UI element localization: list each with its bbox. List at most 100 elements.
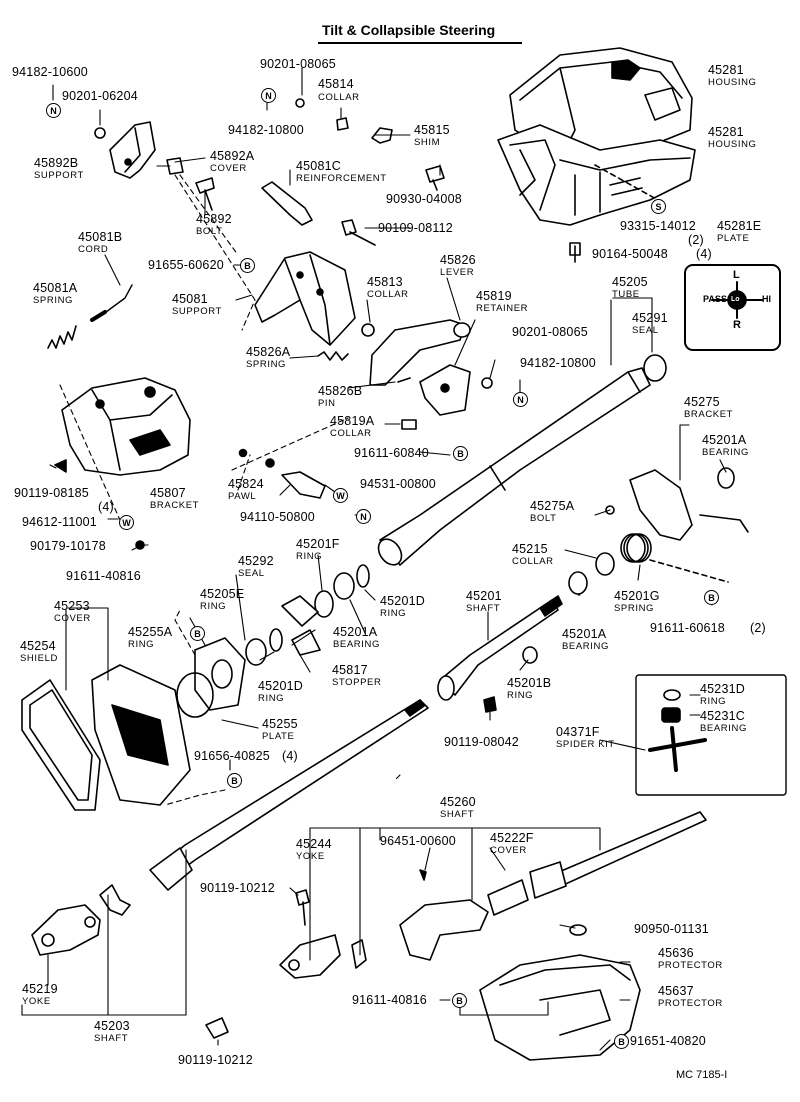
- code-n-1: N: [46, 103, 61, 118]
- code-n-3: N: [513, 392, 528, 407]
- name-collar-45814: COLLAR: [318, 92, 360, 103]
- name-reinforcement: REINFORCEMENT: [296, 173, 387, 184]
- label-45201b: 45201B: [507, 676, 552, 690]
- name-lever: LEVER: [440, 267, 475, 278]
- label-45281-a: 45281: [708, 63, 744, 77]
- support-45892b: [109, 121, 156, 179]
- label-90119-08042: 90119-08042: [444, 735, 519, 749]
- retainer-45819: [419, 364, 471, 416]
- label-45201d-2: 45201D: [258, 679, 303, 693]
- code-b-1: B: [240, 258, 255, 273]
- shaft-45201: [437, 595, 563, 701]
- name-bracket-45807: BRACKET: [150, 500, 200, 511]
- label-45292: 45292: [238, 554, 274, 568]
- name-collar-45813: COLLAR: [367, 289, 409, 300]
- label-45815: 45815: [414, 123, 450, 137]
- ring-45201d-1: [356, 564, 370, 588]
- label-45201a-2: 45201A: [562, 627, 607, 641]
- name-seal-45291: SEAL: [632, 325, 659, 336]
- collar-45215: [595, 552, 615, 576]
- label-90930-04008: 90930-04008: [386, 192, 462, 206]
- label-45637: 45637: [658, 984, 694, 998]
- label-94182-10800-a: 94182-10800: [228, 123, 304, 137]
- code-n-2: N: [261, 88, 276, 103]
- name-housing-a: HOUSING: [708, 77, 757, 88]
- label-45814: 45814: [318, 77, 354, 91]
- name-yoke-45219: YOKE: [22, 996, 51, 1007]
- bolt-90119-a: [295, 889, 310, 926]
- label-45254: 45254: [20, 639, 56, 653]
- plate-mark-left: PASS: [703, 294, 727, 304]
- name-ring-e: RING: [200, 601, 227, 612]
- name-cover-45253: COVER: [54, 613, 91, 624]
- label-45807: 45807: [150, 486, 186, 500]
- cover-45253: [91, 664, 191, 806]
- label-45081: 45081: [172, 292, 208, 306]
- label-45201g: 45201G: [614, 589, 660, 603]
- cross-joint: [351, 939, 367, 969]
- spring-45081a: [47, 325, 77, 349]
- name-shaft-45260: SHAFT: [440, 809, 475, 820]
- reinforcement-45081c: [261, 181, 313, 226]
- label-45260: 45260: [440, 795, 476, 809]
- code-w-2: W: [119, 515, 134, 530]
- label-90119-10212-b: 90119-10212: [178, 1053, 253, 1067]
- name-bearing-1: BEARING: [702, 447, 749, 458]
- name-support-45081: SUPPORT: [172, 306, 222, 317]
- bearing-45231c: [661, 707, 681, 723]
- label-45892a: 45892A: [210, 149, 255, 163]
- label-90119-10212-a: 90119-10212: [200, 881, 275, 895]
- label-45081a: 45081A: [33, 281, 78, 295]
- label-45215: 45215: [512, 542, 548, 556]
- name-support-45892b: SUPPORT: [34, 170, 84, 181]
- name-bearing-2: BEARING: [562, 641, 609, 652]
- name-ring-b: RING: [507, 690, 534, 701]
- label-04371f: 04371F: [556, 725, 600, 739]
- label-91651-40820: 91651-40820: [630, 1034, 706, 1048]
- ring-45255a: [176, 672, 214, 718]
- label-93315-14012: 93315-14012: [620, 219, 696, 233]
- name-spring-45201g: SPRING: [614, 603, 655, 614]
- ring-45201b: [522, 646, 538, 664]
- plate-mark-right: HI: [762, 294, 771, 304]
- name-ring-f: RING: [296, 551, 323, 562]
- label-45826b: 45826B: [318, 384, 363, 398]
- plate-45281e: [684, 264, 781, 351]
- label-94110-50800: 94110-50800: [240, 510, 315, 524]
- spring-45826a: [317, 351, 349, 361]
- shaft-45260: [399, 811, 707, 961]
- code-w-1: W: [333, 488, 348, 503]
- label-94182-10600: 94182-10600: [12, 65, 88, 79]
- name-bracket-45275: BRACKET: [684, 409, 734, 420]
- ring-45231d: [663, 689, 681, 701]
- code-b-7: B: [614, 1034, 629, 1049]
- name-pawl: PAWL: [228, 491, 257, 502]
- plate-mark-center: Lo: [731, 296, 740, 303]
- label-91611-40816-a: 91611-40816: [66, 569, 141, 583]
- drawing-number: MC 7185-I: [676, 1069, 728, 1081]
- screw-90164: [569, 242, 581, 263]
- label-45081c: 45081C: [296, 159, 341, 173]
- label-45201f: 45201F: [296, 537, 340, 551]
- name-collar-45819a: COLLAR: [330, 428, 372, 439]
- name-shaft-45203: SHAFT: [94, 1033, 129, 1044]
- stopper-45817: [281, 595, 321, 656]
- bolt-45892: [195, 177, 215, 211]
- name-seal-45292: SEAL: [238, 568, 265, 579]
- code-b-3: B: [704, 590, 719, 605]
- label-45281e: 45281E: [717, 219, 762, 233]
- collar-45813: [361, 323, 375, 337]
- label-45253: 45253: [54, 599, 90, 613]
- shaft-45203: [149, 699, 429, 891]
- name-collar-45215: COLLAR: [512, 556, 554, 567]
- label-90201-08065-a: 90201-08065: [260, 57, 336, 71]
- label-94182-10800-b: 94182-10800: [520, 356, 596, 370]
- code-b-2: B: [453, 446, 468, 461]
- name-protector-b: PROTECTOR: [658, 998, 723, 1009]
- bolt-90109: [341, 219, 376, 246]
- label-94531-00800: 94531-00800: [360, 477, 436, 491]
- code-s: S: [651, 199, 666, 214]
- plate-mark-up: L: [733, 269, 741, 281]
